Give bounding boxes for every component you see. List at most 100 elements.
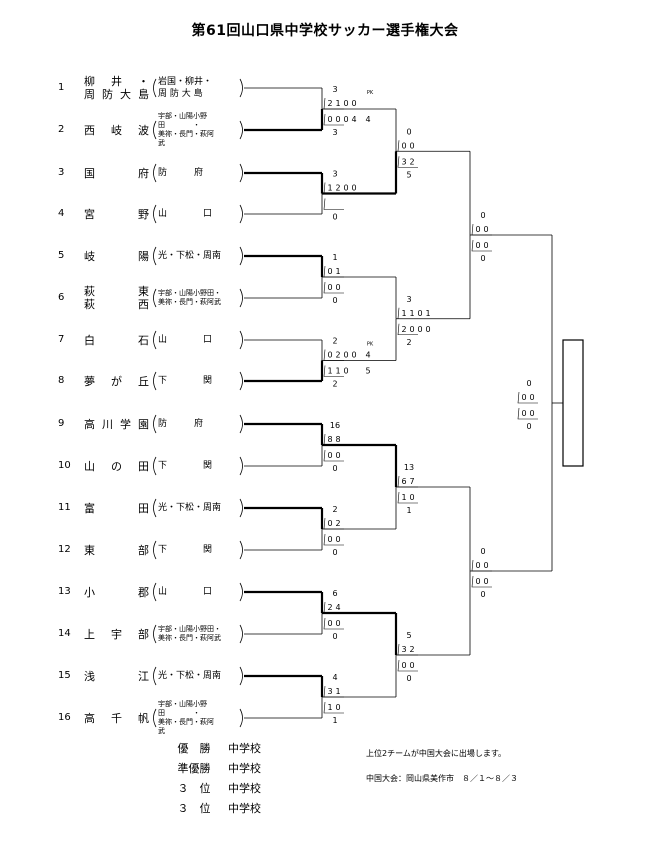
paren-right (239, 582, 243, 602)
score-half: 0 (521, 393, 526, 402)
paren-left (153, 708, 157, 728)
team-area: 宇部・山陽小野田 ・美祢・長門・萩阿武 (158, 700, 246, 736)
team-area-line: 美祢・長門・萩阿 (158, 130, 214, 138)
score-half: 0 (401, 141, 406, 150)
team-area: 下 関 (158, 375, 246, 387)
paren-right (239, 246, 243, 266)
team-area-line: 宇部・山陽小野田・ (158, 625, 221, 633)
team-name-line: 西 岐 波 (84, 123, 150, 137)
score-bracket (323, 449, 344, 462)
score-bracket (323, 601, 344, 614)
score-half: 2 (409, 645, 414, 654)
score-bracket (323, 533, 344, 546)
score-total: 16 (330, 421, 340, 430)
score-half: 0 (475, 225, 480, 234)
paren-left (153, 163, 157, 183)
score-half: 1 (335, 367, 340, 376)
team-name-line: 萩 西 (84, 298, 150, 311)
score-half: 0 (327, 451, 332, 460)
score-total: 0 (480, 211, 485, 220)
team-number: 3 (58, 167, 65, 178)
team-area-line: 田 ・ (158, 709, 200, 717)
team-name-line: 周防大島 (84, 88, 150, 101)
score-total: 0 (526, 422, 531, 431)
team-area-line: 田 ・ (158, 121, 200, 129)
score-total: 0 (526, 379, 531, 388)
team-name: 富 田 (84, 502, 154, 515)
note-qualify: 上位2チームが中国大会に出場します。 (366, 749, 507, 758)
result-row: ３ 位中学校 (170, 800, 262, 820)
team-number: 2 (58, 124, 65, 135)
result-label: 準優勝 (177, 762, 211, 775)
team-name-line: 浅 江 (84, 669, 150, 683)
team-name: 山 の 田 (84, 460, 154, 473)
team-area-line: 周 防 大 島 (158, 89, 203, 99)
team-area: 宇部・山陽小野田・美祢・長門・萩阿武 (158, 625, 246, 643)
score-half: 2 (335, 184, 340, 193)
result-label: ３ 位 (177, 782, 211, 795)
score-half: 0 (409, 661, 414, 670)
paren-left (153, 666, 157, 686)
result-value: 中学校 (228, 782, 261, 795)
score-total: 0 (332, 296, 337, 305)
team-name-line: 小 郡 (84, 585, 150, 599)
team-area-line: 防 府 (158, 168, 204, 178)
team-name: 東 部 (84, 544, 154, 557)
score-total: 0 (406, 127, 411, 136)
pk-score: 4 (365, 351, 370, 360)
team-name: 国 府 (84, 167, 154, 180)
team-name: 浅 江 (84, 670, 154, 683)
score-total: 1 (332, 716, 337, 725)
score-half: 8 (335, 435, 340, 444)
team-name: 高川学園 (84, 418, 154, 431)
team-area-line: 美祢・長門・萩阿武 (158, 298, 221, 306)
score-half: 0 (475, 241, 480, 250)
result-value: 中学校 (228, 802, 261, 815)
team-name: 宮 野 (84, 208, 154, 221)
score-bracket (397, 156, 418, 168)
team-area-line: 山 口 (158, 209, 213, 219)
score-total: 1 (406, 506, 411, 515)
team-area-line: 光・下松・周南 (158, 251, 222, 261)
champion-box (562, 339, 584, 467)
team-area: 防 府 (158, 167, 246, 179)
score-extra: 0 (351, 351, 356, 360)
score-bracket (323, 198, 344, 210)
score-total: 3 (332, 85, 337, 94)
team-name-line: 上 宇 部 (84, 627, 150, 641)
team-area-line: 防 府 (158, 419, 204, 429)
score-half: 0 (335, 283, 340, 292)
team-number: 9 (58, 418, 65, 429)
score-total: 2 (332, 505, 337, 514)
score-half: 2 (409, 157, 414, 166)
team-area-line: 武 (158, 139, 165, 147)
team-area-line: 宇部・山陽小野田・ (158, 289, 221, 297)
pk-score: 5 (365, 367, 370, 376)
score-half: 0 (327, 619, 332, 628)
paren-left (153, 498, 157, 518)
score-total: 0 (480, 547, 485, 556)
note-regional: 中国大会：岡山県美作市 ８／１～８／３ (366, 774, 518, 783)
result-label: 優 勝 (177, 742, 211, 755)
team-name-line: 柳 井 ・ (84, 75, 150, 88)
team-name-line: 夢 が 丘 (84, 374, 150, 388)
paren-right (239, 498, 243, 518)
score-total: 13 (404, 463, 414, 472)
paren-left (153, 288, 157, 308)
score-half: 0 (327, 267, 332, 276)
paren-right (239, 120, 243, 140)
score-half: 1 (327, 184, 332, 193)
score-extra: 0 (343, 115, 348, 124)
score-bracket (323, 349, 344, 361)
score-half: 0 (409, 141, 414, 150)
score-extra: 0 (417, 325, 422, 334)
team-number: 6 (58, 292, 65, 303)
score-bracket (517, 391, 538, 404)
result-row: 優 勝中学校 (170, 740, 262, 760)
